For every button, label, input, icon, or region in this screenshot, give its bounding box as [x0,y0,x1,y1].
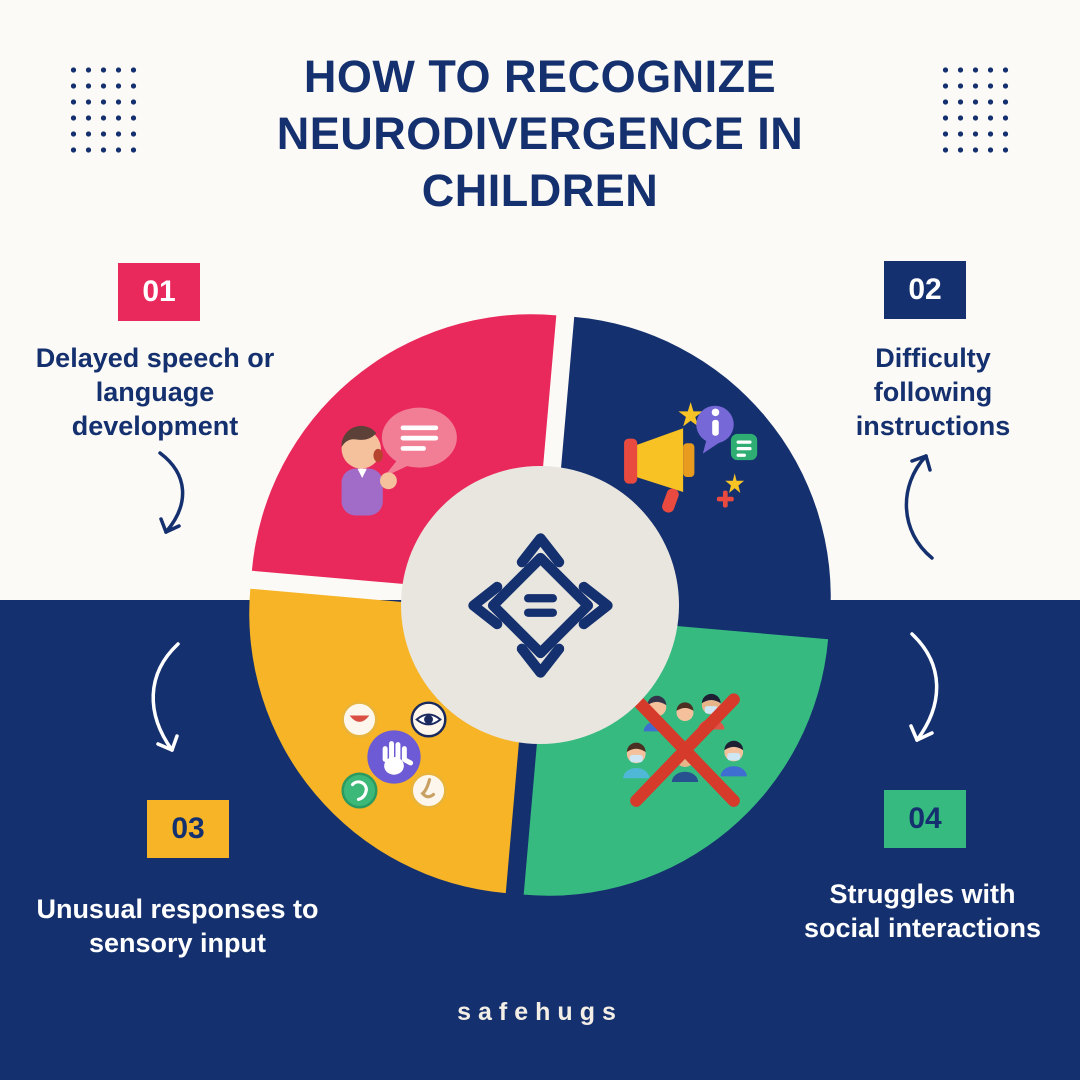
step-label-2: Difficulty following instructions [855,343,1011,441]
brand-logo: safehugs [457,998,623,1026]
step-label-3: Unusual responses to sensory input [36,894,319,958]
page-title: HOW TO RECOGNIZE NEURODIVERGENCE IN CHIL… [276,51,804,217]
curved-arrow [158,451,185,534]
megaphone-announcement-icon [605,392,765,532]
step-number-1: 01 [118,263,200,321]
step-number-2: 02 [884,261,966,319]
step-number-4: 04 [884,790,966,848]
step-number-3: 03 [147,800,229,858]
dot-grid [66,62,138,154]
dot-grid [938,62,1010,154]
crossed-out-group-icon [605,682,765,822]
four-way-arrows-icon [467,532,613,678]
speaking-person-icon [315,392,475,532]
curved-arrow [151,642,180,752]
step-label-4: Struggles with social interactions [803,879,1042,943]
step-label-1: Delayed speech or language development [35,343,275,441]
five-senses-icon [318,678,470,830]
center-hub [401,466,679,744]
curved-arrow [909,632,939,742]
curved-arrow [904,454,934,560]
